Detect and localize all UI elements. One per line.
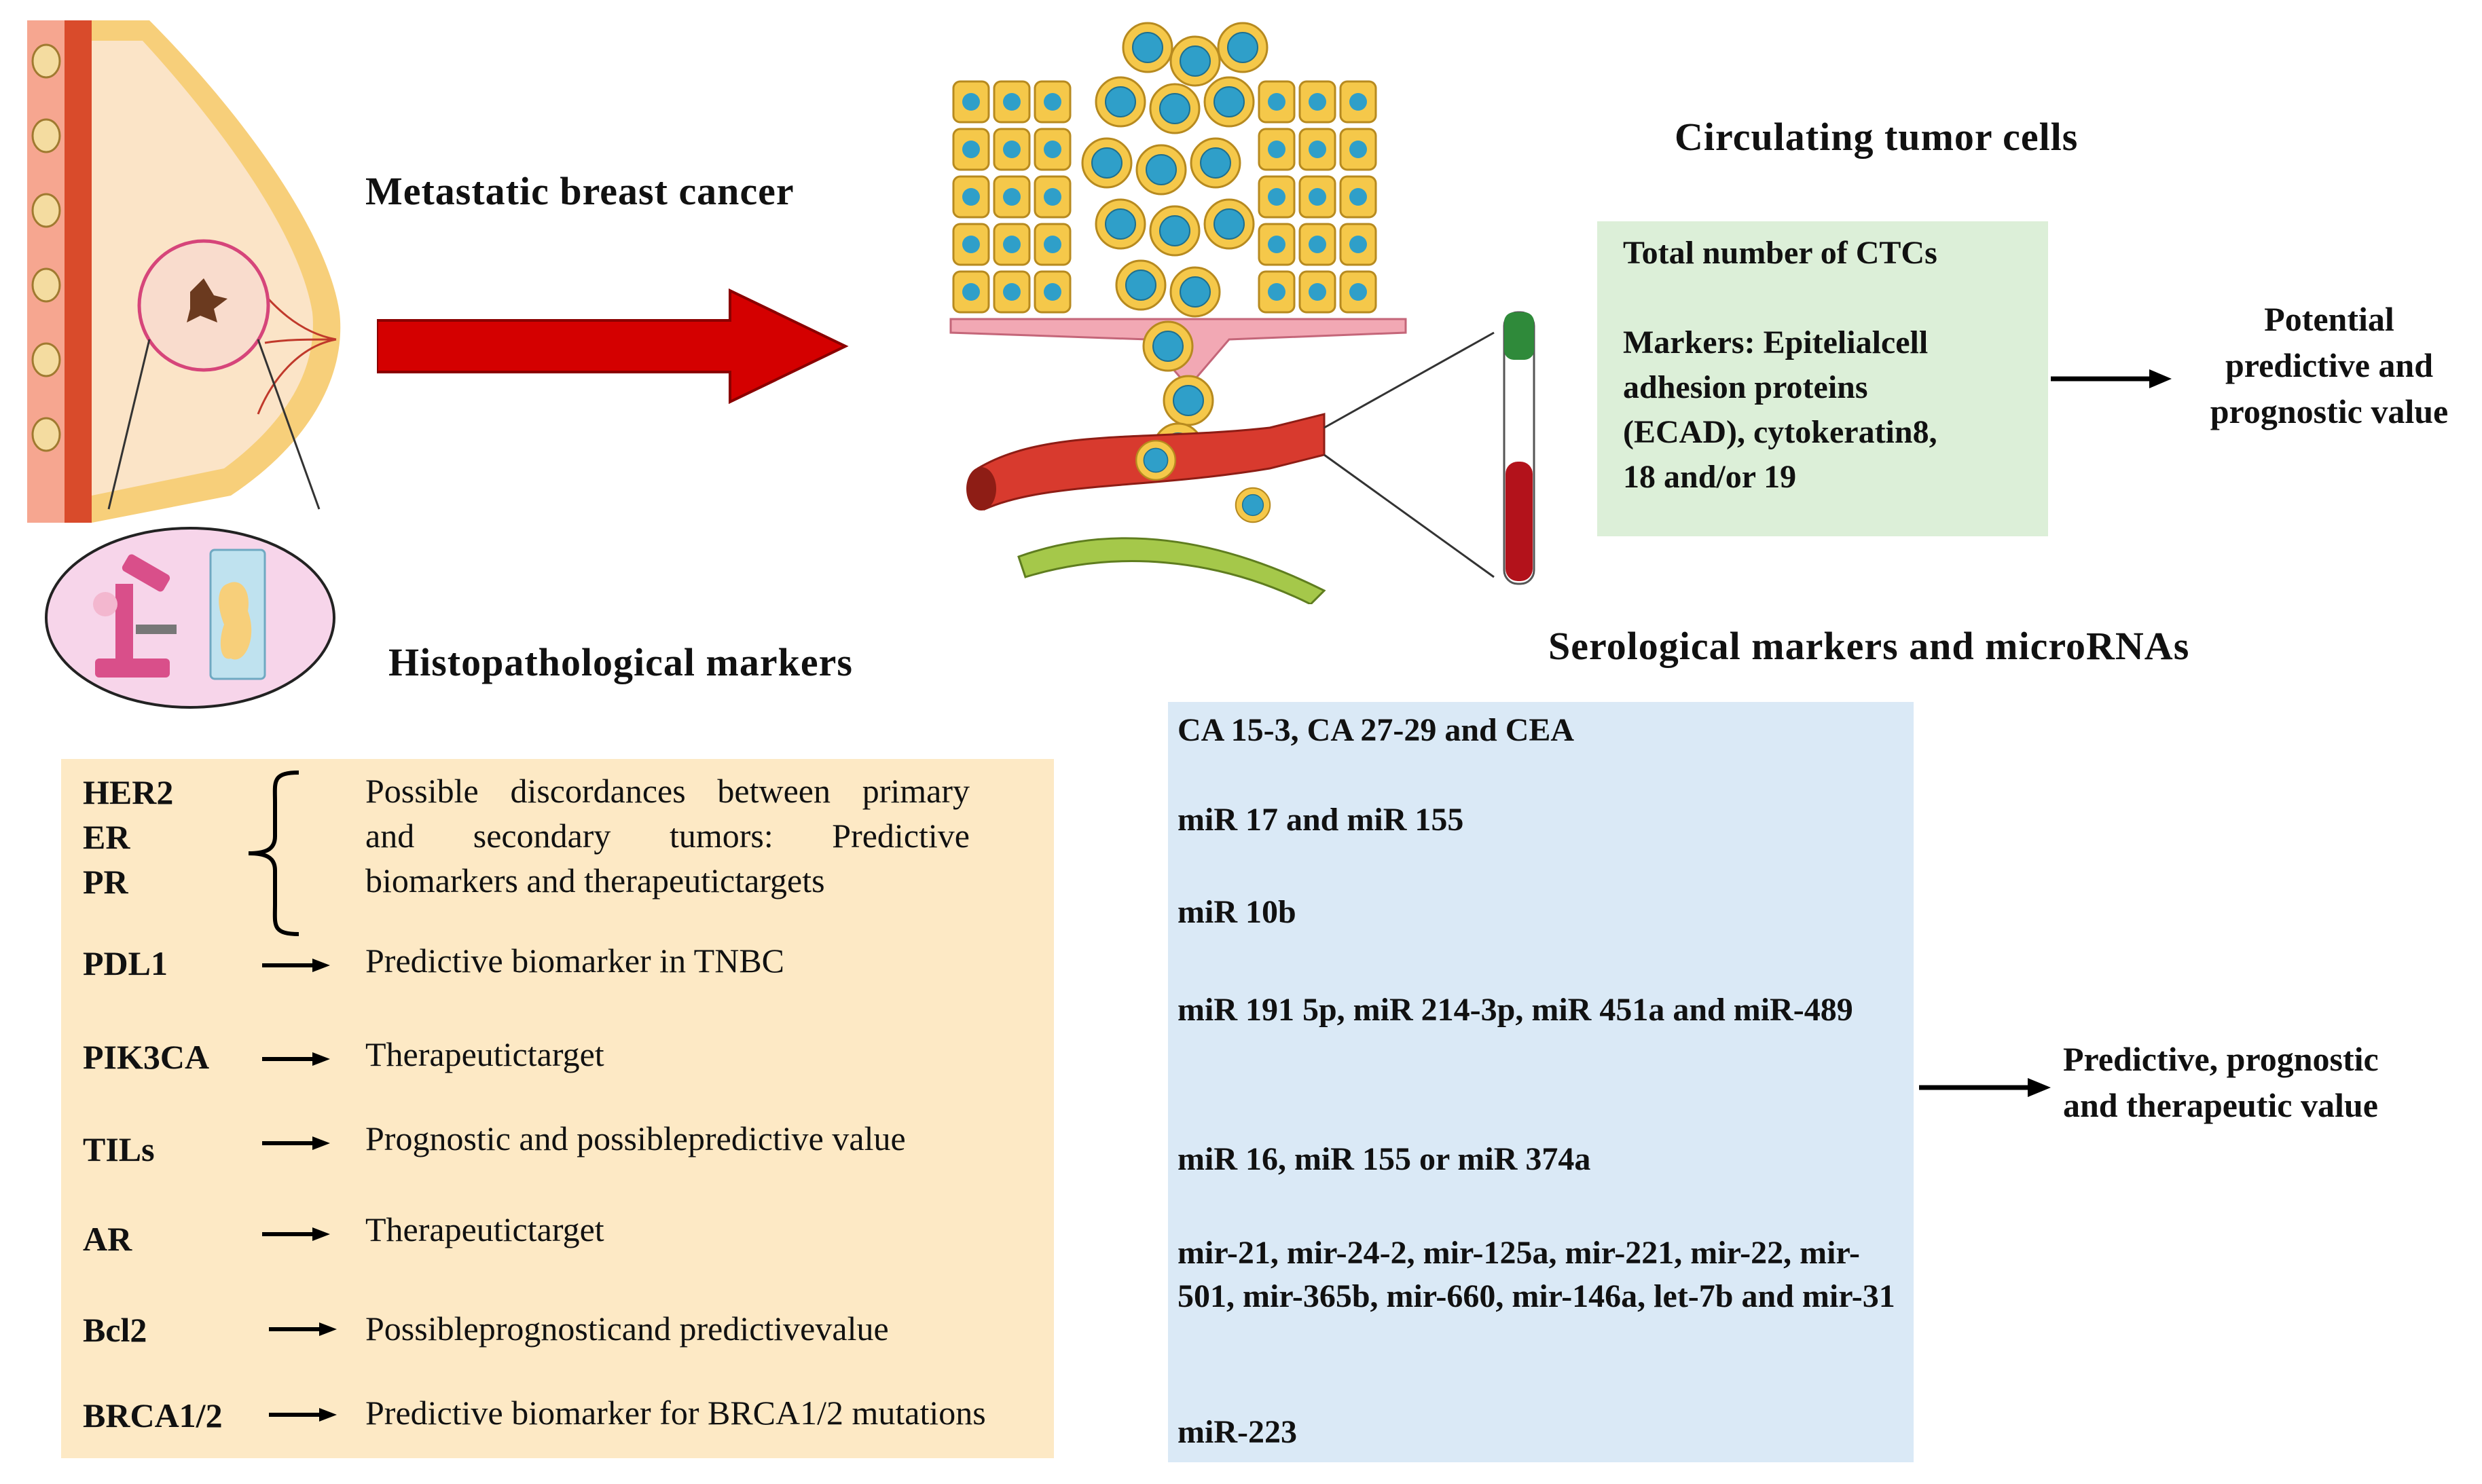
desc-ar: Therapeutictarget bbox=[365, 1210, 604, 1248]
ctc-box: Total number of CTCs Markers: Epitelialc… bbox=[1597, 221, 2048, 536]
label-pdl1: PDL1 bbox=[83, 944, 168, 982]
oval-border-shape bbox=[45, 527, 335, 709]
tube-zoom-line-bottom bbox=[1324, 453, 1495, 578]
sero-result-line-1: Predictive, prognostic bbox=[2063, 1040, 2379, 1078]
blood-vessel-shape bbox=[966, 413, 1326, 604]
metastatic-heading: Metastatic breast cancer bbox=[365, 169, 795, 213]
label-ar: AR bbox=[83, 1220, 132, 1258]
ctc-marker-line-3: (ECAD), cytokeratin8, bbox=[1623, 414, 1937, 450]
grouped-desc-line-1: Possible discordances between primary bbox=[365, 772, 970, 810]
ctc-result-text: Potential predictive and prognostic valu… bbox=[2193, 296, 2465, 434]
ctc-result-line-3: prognostic value bbox=[2210, 392, 2449, 430]
ctc-marker-line-4: 18 and/or 19 bbox=[1623, 459, 1797, 495]
pdl1-arrow-icon bbox=[262, 959, 330, 972]
ctc-marker-line-2: adhesion proteins bbox=[1623, 369, 1868, 405]
sero-item-2: miR 17 and miR 155 bbox=[1178, 802, 1464, 838]
desc-tils: Prognostic and possiblepredictive value bbox=[365, 1119, 906, 1157]
sero-item-4: miR 191 5p, miR 214-3p, miR 451a and miR… bbox=[1178, 992, 1853, 1028]
muscle-layer-shape bbox=[65, 20, 92, 523]
label-her2: HER2 bbox=[83, 773, 174, 811]
sero-item-3: miR 10b bbox=[1178, 894, 1296, 930]
desc-bcl2: Possibleprognosticand predictivevalue bbox=[365, 1310, 889, 1348]
ar-arrow-icon bbox=[262, 1227, 330, 1241]
zoom-line-left bbox=[107, 339, 151, 510]
sero-item-5: miR 16, miR 155 or miR 374a bbox=[1178, 1141, 1591, 1177]
ctc-result-line-1: Potential bbox=[2264, 300, 2394, 338]
sero-box: CA 15-3, CA 27-29 and CEA miR 17 and miR… bbox=[1168, 702, 1914, 1462]
microscope-oval bbox=[45, 527, 335, 709]
sero-item-6: mir-21, mir-24-2, mir-125a, mir-221, mir… bbox=[1178, 1235, 1895, 1314]
rib-shapes bbox=[31, 43, 61, 452]
big-red-arrow bbox=[377, 288, 849, 405]
label-tils: TILs bbox=[83, 1130, 155, 1168]
cancer-cell-cluster bbox=[1081, 22, 1269, 474]
sero-result-line-2: and therapeutic value bbox=[2063, 1086, 2378, 1124]
blood-tube-icon bbox=[1503, 311, 1535, 585]
sero-result-arrow bbox=[1919, 1078, 2051, 1097]
tissue-slide-icon bbox=[209, 549, 266, 680]
grouped-desc-line-2: and secondary tumors: Predictive bbox=[365, 817, 970, 855]
label-bcl2: Bcl2 bbox=[83, 1311, 147, 1349]
desc-brca12: Predictive biomarker for BRCA1/2 mutatio… bbox=[365, 1394, 986, 1432]
sero-result-text: Predictive, prognostic and therapeutic v… bbox=[2063, 1036, 2379, 1128]
bcl2-arrow-icon bbox=[269, 1322, 337, 1336]
grouped-desc-line-3: biomarkers and therapeutictargets bbox=[365, 861, 825, 899]
tils-arrow-icon bbox=[262, 1136, 330, 1150]
sero-item-1: CA 15-3, CA 27-29 and CEA bbox=[1178, 712, 1575, 748]
desc-pdl1: Predictive biomarker in TNBC bbox=[365, 942, 785, 980]
label-pr: PR bbox=[83, 863, 128, 901]
microscope-icon bbox=[93, 554, 177, 678]
tube-zoom-line-top bbox=[1324, 331, 1495, 429]
label-pik3ca: PIK3CA bbox=[83, 1038, 210, 1076]
curly-brace-icon bbox=[248, 771, 299, 936]
pik3ca-arrow-icon bbox=[262, 1052, 330, 1066]
histo-box: HER2 ER PR Possible discordances between… bbox=[61, 759, 1054, 1458]
tumor-shape bbox=[187, 278, 227, 322]
ctc-result-arrow bbox=[2051, 369, 2172, 388]
desc-pik3ca: Therapeutictarget bbox=[365, 1035, 604, 1073]
breast-illustration bbox=[27, 20, 341, 523]
histo-heading: Histopathological markers bbox=[388, 640, 853, 684]
sero-heading: Serological markers and microRNAs bbox=[1548, 624, 2190, 668]
tumor-tissue-illustration bbox=[949, 22, 1535, 604]
zoom-line-right bbox=[257, 339, 321, 510]
label-er: ER bbox=[83, 818, 130, 856]
ctc-marker-line-1: Markers: Epitelialcell bbox=[1623, 324, 1929, 360]
ctc-heading: Circulating tumor cells bbox=[1675, 115, 2079, 159]
brca12-arrow-icon bbox=[269, 1408, 337, 1422]
label-brca12: BRCA1/2 bbox=[83, 1396, 223, 1434]
sero-item-7: miR-223 bbox=[1178, 1414, 1297, 1450]
ctc-result-line-2: predictive and bbox=[2225, 346, 2434, 384]
ctc-total-text: Total number of CTCs bbox=[1623, 235, 1937, 271]
